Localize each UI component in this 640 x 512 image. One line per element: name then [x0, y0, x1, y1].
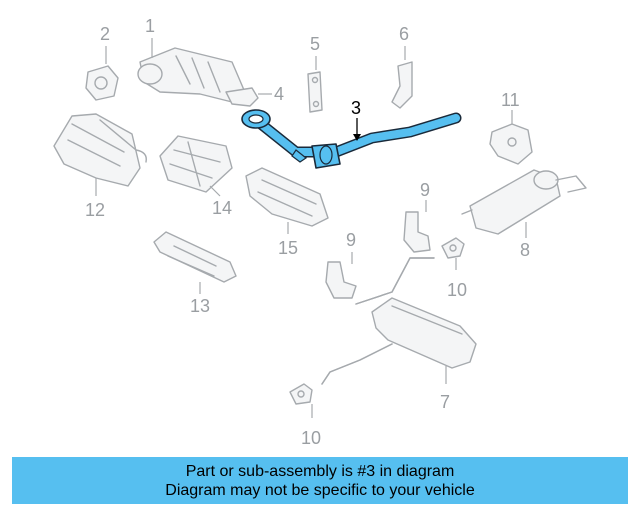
part-1-converter: 1 [137, 16, 246, 103]
part-13-heat-shield: 13 [153, 231, 237, 316]
callout-6: 6 [399, 24, 409, 44]
part-8-muffler: 8 [461, 169, 587, 260]
callout-1: 1 [145, 16, 155, 36]
callout-4: 4 [274, 84, 284, 104]
callout-9-lower: 9 [346, 230, 356, 250]
part-4-clamp: 4 [225, 84, 284, 107]
callout-2: 2 [100, 24, 110, 44]
callout-3: 3 [351, 98, 361, 118]
part-9-hanger-lower: 9 [325, 230, 357, 299]
part-7-center-muffler: 7 [321, 257, 477, 412]
part-5-hanger: 5 [307, 34, 323, 113]
callout-12: 12 [85, 200, 105, 220]
part-11-bracket: 11 [489, 90, 533, 165]
callout-10-right: 10 [447, 280, 467, 300]
part-3-front-pipe: 3 [241, 98, 462, 169]
callout-14: 14 [212, 198, 232, 218]
part-9-hanger-upper: 9 [403, 180, 431, 253]
banner-line-2: Diagram may not be specific to your vehi… [165, 481, 475, 499]
callout-5: 5 [310, 34, 320, 54]
callout-11: 11 [501, 90, 520, 110]
parts-diagram: 2 1 4 5 6 3 [53, 16, 587, 448]
callout-15: 15 [278, 238, 298, 258]
part-6-bracket: 6 [391, 24, 413, 109]
callout-10-bottom: 10 [301, 428, 321, 448]
callout-8: 8 [520, 240, 530, 260]
part-10-insulator-right: 10 [441, 237, 467, 300]
banner-line-1: Part or sub-assembly is #3 in diagram [185, 462, 455, 480]
part-2-gasket: 2 [85, 24, 119, 101]
callout-9-upper: 9 [420, 180, 430, 200]
part-14-heat-shield: 14 [159, 135, 233, 218]
callout-7: 7 [440, 392, 450, 412]
info-banner: Part or sub-assembly is #3 in diagram Di… [12, 457, 628, 504]
callout-13: 13 [190, 296, 210, 316]
part-10-insulator-bottom: 10 [289, 383, 321, 448]
part-15-heat-shield: 15 [245, 167, 329, 258]
part-12-heat-shield: 12 [53, 113, 147, 220]
